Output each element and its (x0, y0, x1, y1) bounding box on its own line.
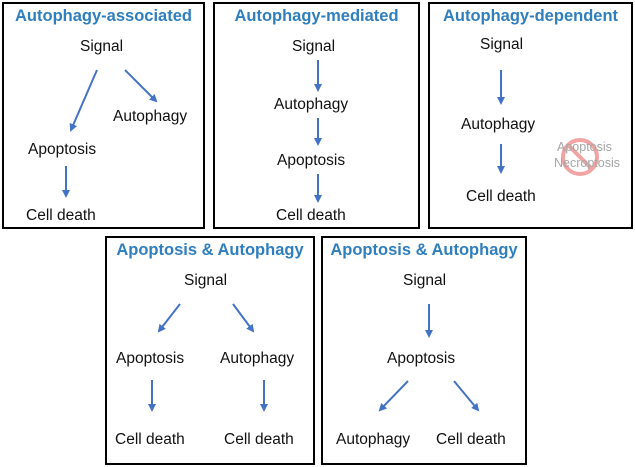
signal-label: Signal (480, 36, 524, 53)
cell-death-label: Cell death (436, 431, 506, 448)
cell-death-left-label: Cell death (115, 431, 185, 448)
apoptosis-label: Apoptosis (277, 152, 346, 169)
apoptosis-label: Apoptosis (116, 350, 185, 367)
panel-title: Apoptosis & Autophagy (116, 241, 304, 259)
arrows (314, 60, 322, 203)
arrow-signal-to-apoptosis (69, 69, 98, 132)
signal-label: Signal (292, 38, 336, 55)
cell-death-right-label: Cell death (224, 431, 294, 448)
panel-title: Apoptosis & Autophagy (330, 241, 518, 259)
panel-title: Autophagy-mediated (234, 7, 399, 25)
arrow-apoptosis-to-cell-death (453, 380, 480, 412)
signal-label: Signal (403, 272, 447, 289)
panel-autophagy-associated: Autophagy-associated Signal Autophagy Ap… (2, 2, 205, 229)
arrow-apoptosis-to-autophagy (378, 380, 409, 412)
signal-label: Signal (80, 38, 124, 55)
apoptosis-label: Apoptosis (387, 350, 456, 367)
blocked-apoptosis-label: Apoptosis (557, 140, 612, 154)
autophagy-label: Autophagy (274, 96, 349, 113)
prohibition-sign-icon (561, 138, 599, 176)
arrow-signal-to-autophagy (124, 69, 158, 103)
panel-apoptosis-and-autophagy-sequential: Apoptosis & Autophagy Signal Apoptosis A… (321, 236, 527, 465)
autophagy-label: Autophagy (461, 116, 536, 133)
arrow-signal-to-autophagy (232, 303, 255, 333)
panel-title: Autophagy-dependent (442, 7, 619, 25)
panel-autophagy-mediated: Autophagy-mediated Signal Autophagy Apop… (213, 2, 420, 229)
arrows (497, 70, 599, 176)
autophagy-label: Autophagy (336, 431, 411, 448)
cell-death-label: Cell death (276, 207, 346, 224)
panel-apoptosis-and-autophagy-parallel: Apoptosis & Autophagy Signal Apoptosis A… (105, 236, 315, 465)
panel-autophagy-dependent: Autophagy-dependent Signal Autophagy Cel… (428, 2, 633, 229)
arrows (62, 69, 158, 198)
cell-death-label: Cell death (466, 188, 536, 205)
arrows (378, 304, 480, 412)
arrows (148, 303, 268, 412)
apoptosis-label: Apoptosis (28, 141, 97, 158)
cell-death-label: Cell death (26, 207, 96, 224)
blocked-necroptosis-label: Necroptosis (554, 156, 620, 170)
arrow-signal-to-apoptosis (157, 303, 181, 333)
signal-label: Signal (184, 272, 228, 289)
autophagy-label: Autophagy (113, 108, 188, 125)
autophagy-label: Autophagy (220, 350, 295, 367)
panel-title: Autophagy-associated (15, 7, 192, 25)
